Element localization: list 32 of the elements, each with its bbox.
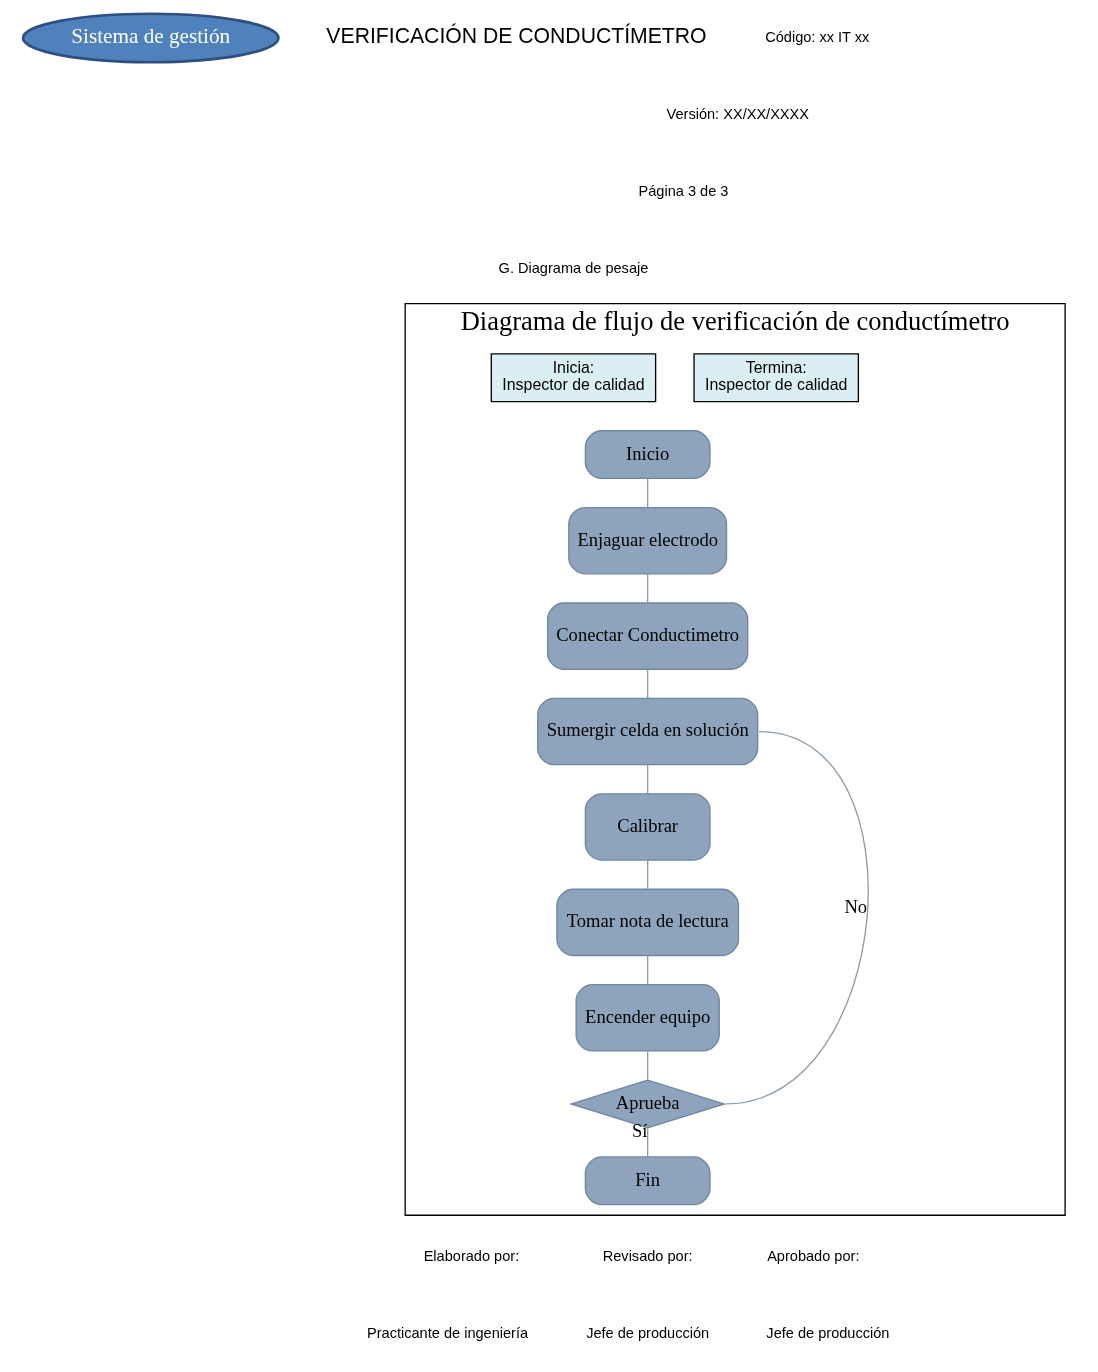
node-box: Enjaguar electrodo (567, 506, 727, 575)
connector (646, 668, 648, 699)
connector (646, 764, 648, 795)
label: G. Diagrama de pesaje (498, 259, 648, 276)
connector (724, 730, 868, 1105)
connector (646, 573, 648, 604)
connector (646, 954, 648, 985)
label: Revisado por: (602, 1248, 693, 1265)
label: Código: xx IT xx (764, 28, 869, 45)
node-box: Fin (584, 1156, 711, 1206)
node-box: Termina: Inspector de calidad (692, 353, 859, 403)
label: Elaborado por: (423, 1248, 519, 1265)
node-box: Tomar nota de lectura (555, 888, 739, 957)
label: Página 3 de 3 (638, 182, 728, 199)
label: Jefe de producción (765, 1325, 889, 1342)
connector (646, 1050, 648, 1081)
node-box: Sumergir celda en solución (536, 697, 758, 766)
node-box: Calibrar (584, 793, 711, 861)
node-ellipse: Sistema de gestión (21, 12, 280, 64)
connector (646, 859, 648, 890)
label: Jefe de producción (585, 1325, 709, 1342)
node-box: Inicio (584, 430, 711, 480)
node-box: Encender equipo (574, 984, 720, 1052)
connector (646, 1127, 648, 1158)
edge-label: No (843, 895, 867, 917)
node-box: Conectar Conductimetro (546, 602, 748, 670)
label: Versión: XX/XX/XXXX (666, 106, 809, 123)
label: Aprobado por: (766, 1248, 859, 1265)
label: Practicante de ingeniería (366, 1325, 528, 1342)
label: VERIFICACIÓN DE CONDUCTÍMETRO (325, 24, 707, 48)
node-box: Inicia: Inspector de calidad (490, 353, 656, 403)
connector (646, 478, 648, 509)
